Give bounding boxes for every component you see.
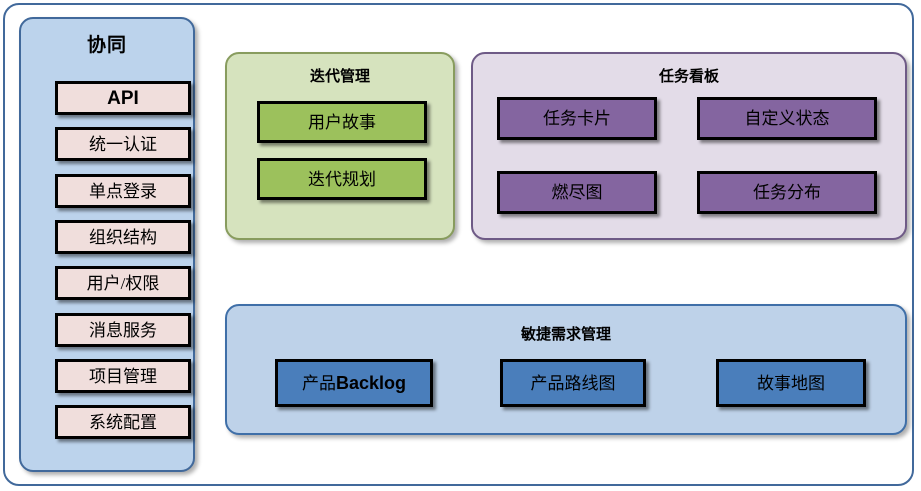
agile-item-product-backlog-prefix: 产品	[301, 374, 336, 393]
panel-iteration-management-title: 迭代管理	[309, 68, 370, 85]
collab-item-unified-auth[interactable]: 统一认证	[55, 127, 191, 161]
collab-item-unified-auth-label: 统一认证	[89, 134, 157, 154]
collab-item-project-management[interactable]: 项目管理	[55, 359, 191, 393]
taskboard-item-burndown-chart[interactable]: 燃尽图	[497, 171, 657, 214]
taskboard-item-custom-status[interactable]: 自定义状态	[697, 97, 877, 140]
taskboard-item-burndown-chart-label: 燃尽图	[551, 183, 603, 202]
collab-item-api[interactable]: API	[55, 81, 191, 115]
taskboard-item-task-card-label: 任务卡片	[543, 109, 611, 128]
panel-iteration-management[interactable]: 迭代管理 用户故事 迭代规划	[225, 52, 455, 240]
agile-item-product-backlog-suffix: Backlog	[335, 373, 407, 393]
collab-item-user-permission[interactable]: 用户/权限	[55, 266, 191, 300]
agile-item-story-map-label: 故事地图	[757, 373, 825, 393]
taskboard-item-task-distribution[interactable]: 任务分布	[697, 171, 877, 214]
iteration-item-iteration-planning[interactable]: 迭代规划	[257, 158, 427, 200]
diagram-outer-frame: 协同 API 统一认证 单点登录 组织结构 用户/权限 消息服务 项目管理 系统…	[3, 3, 914, 486]
collab-item-message-service[interactable]: 消息服务	[55, 313, 191, 347]
collab-item-project-management-label: 项目管理	[89, 366, 157, 386]
collab-item-message-service-label: 消息服务	[89, 320, 157, 340]
panel-collaboration[interactable]: 协同 API 统一认证 单点登录 组织结构 用户/权限 消息服务 项目管理 系统…	[19, 17, 195, 472]
taskboard-item-custom-status-label: 自定义状态	[744, 109, 830, 128]
agile-item-story-map[interactable]: 故事地图	[716, 359, 866, 407]
panel-agile-requirements[interactable]: 敏捷需求管理 产品Backlog 产品路线图 故事地图	[225, 304, 907, 435]
agile-item-product-roadmap-label: 产品路线图	[530, 373, 616, 393]
collab-item-sso-label: 单点登录	[89, 181, 157, 201]
panel-collaboration-title: 协同	[86, 35, 127, 56]
agile-item-product-backlog[interactable]: 产品Backlog	[275, 359, 433, 407]
collab-item-api-label: API	[107, 87, 139, 109]
collab-item-user-permission-label: 用户/权限	[86, 273, 160, 293]
taskboard-item-task-card[interactable]: 任务卡片	[497, 97, 657, 140]
iteration-item-iteration-planning-label: 迭代规划	[308, 169, 376, 189]
iteration-item-user-story[interactable]: 用户故事	[257, 101, 427, 143]
panel-task-board-title: 任务看板	[658, 68, 719, 85]
taskboard-item-task-distribution-label: 任务分布	[753, 183, 821, 202]
panel-task-board[interactable]: 任务看板 任务卡片 自定义状态 燃尽图 任务分布	[471, 52, 907, 240]
collab-item-org-structure[interactable]: 组织结构	[55, 220, 191, 254]
collab-item-sso[interactable]: 单点登录	[55, 174, 191, 208]
collab-item-org-structure-label: 组织结构	[89, 227, 157, 247]
collab-item-system-config-label: 系统配置	[89, 412, 157, 432]
agile-item-product-roadmap[interactable]: 产品路线图	[500, 359, 646, 407]
agile-item-product-backlog-label: 产品Backlog	[302, 374, 406, 392]
iteration-item-user-story-label: 用户故事	[308, 112, 376, 132]
collab-item-system-config[interactable]: 系统配置	[55, 405, 191, 439]
panel-agile-requirements-title: 敏捷需求管理	[520, 326, 611, 343]
